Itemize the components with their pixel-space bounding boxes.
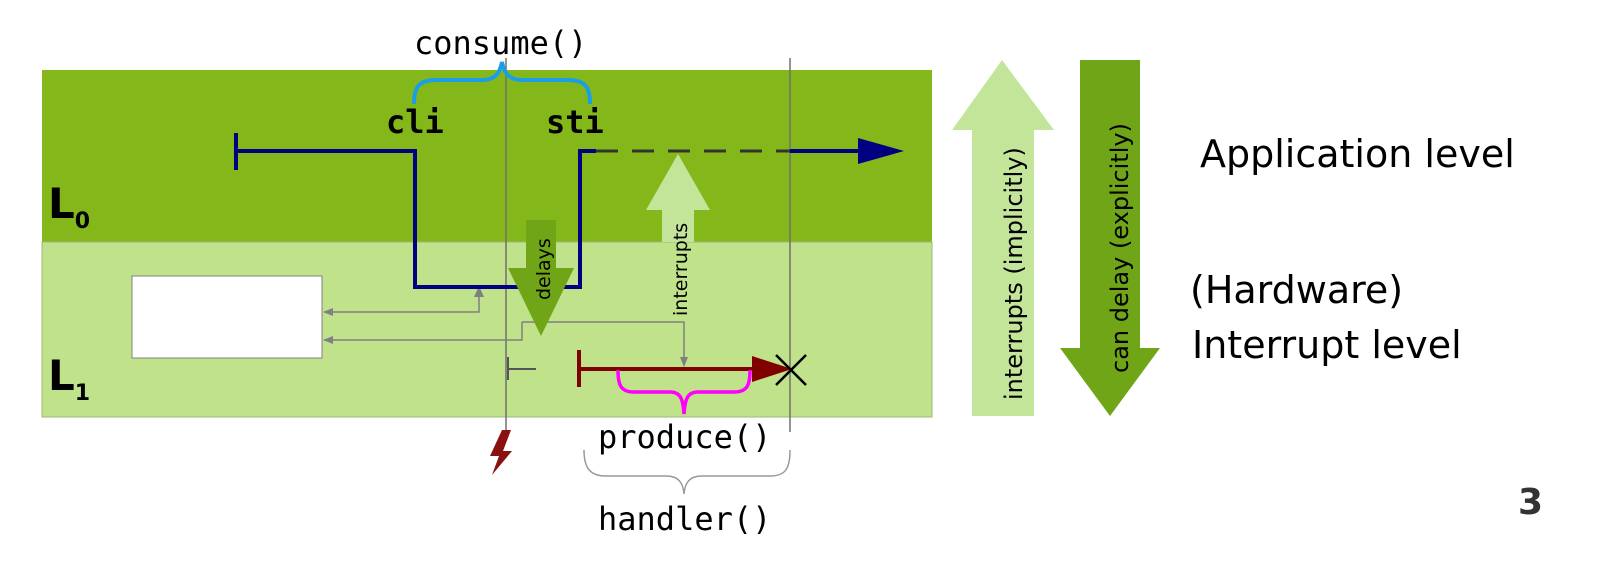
slide-number: 3 — [1518, 482, 1543, 523]
level1-label: L1 — [48, 351, 90, 406]
consume-brace — [412, 61, 592, 105]
sti-label: sti — [546, 103, 604, 141]
gray-pointer-upper — [323, 290, 480, 316]
delays-arrow — [508, 220, 574, 336]
handler-label: handler() — [598, 500, 771, 538]
handler-arrowhead — [752, 356, 792, 382]
produce-label: produce() — [598, 418, 771, 456]
produce-brace — [616, 369, 752, 415]
interrupts-label: interrupts — [670, 223, 692, 316]
delays-label: delays — [533, 238, 555, 300]
hardware-label: (Hardware) — [1190, 268, 1403, 312]
application-level-label: Application level — [1200, 132, 1515, 176]
interrupts-implicitly-label: interrupts (implicitly) — [1000, 147, 1028, 400]
interrupts-implicitly-arrow — [952, 60, 1054, 416]
lightning-icon — [490, 430, 512, 475]
level0-band — [42, 70, 932, 242]
handler-brace — [583, 449, 791, 495]
x-cross-icon — [775, 354, 807, 386]
interrupt-level-label: Interrupt level — [1192, 323, 1462, 367]
blank-box — [131, 275, 323, 359]
consume-label: consume() — [414, 24, 587, 62]
consume-flow-line — [236, 149, 596, 289]
gray-pointer-handler — [522, 321, 688, 367]
gray-arrowhead-up — [474, 286, 484, 297]
gray-pointer-lower — [323, 322, 523, 344]
flow-arrowhead — [858, 138, 904, 164]
can-delay-explicitly-label: can delay (explicitly) — [1106, 123, 1134, 373]
interrupts-arrow — [646, 154, 710, 242]
level0-label: L0 — [48, 179, 90, 234]
cli-label: cli — [386, 103, 444, 141]
can-delay-explicitly-arrow — [1060, 60, 1160, 416]
